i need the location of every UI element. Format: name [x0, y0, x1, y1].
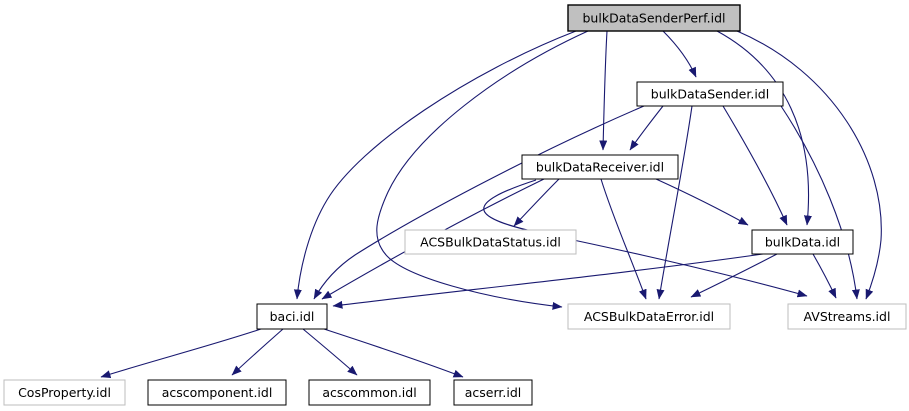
node-box-ACSBulkDataStatus [404, 229, 577, 255]
node-acscommon[interactable]: acscommon.idl [308, 379, 431, 406]
edge-bulkDataSenderPerf-to-bulkDataReceiver [599, 30, 608, 151]
node-bulkData[interactable]: bulkData.idl [751, 229, 854, 255]
node-label-acscomponent: acscomponent.idl [162, 385, 273, 400]
edge-bulkDataSenderPerf-to-baci [293, 30, 577, 300]
node-box-bulkDataSender[interactable] [636, 81, 784, 107]
node-box-CosProperty [3, 379, 126, 406]
node-ACSBulkDataError: ACSBulkDataError.idl [567, 303, 731, 330]
node-label-bulkDataSenderPerf: bulkDataSenderPerf.idl [583, 11, 726, 26]
edge-baci-to-CosProperty [100, 328, 262, 378]
node-box-acserr[interactable] [453, 379, 533, 406]
node-label-ACSBulkDataStatus: ACSBulkDataStatus.idl [420, 235, 561, 250]
node-box-bulkData[interactable] [751, 229, 854, 255]
node-box-acscommon[interactable] [308, 379, 431, 406]
edge-bulkData-to-AVStreams [812, 253, 837, 299]
edge-baci-to-acscomponent [231, 328, 284, 376]
node-label-ACSBulkDataError: ACSBulkDataError.idl [584, 309, 714, 324]
node-label-CosProperty: CosProperty.idl [18, 385, 111, 400]
edge-bulkData-to-ACSBulkDataError [690, 253, 778, 298]
node-box-bulkDataSenderPerf [567, 4, 741, 32]
edge-bulkDataSender-to-AVStreams [780, 105, 860, 300]
edge-baci-to-acscommon [302, 328, 358, 376]
node-label-AVStreams: AVStreams.idl [804, 309, 891, 324]
edge-bulkData-to-baci [332, 253, 764, 309]
edge-bulkDataSender-to-bulkData [722, 105, 788, 226]
edge-baci-to-acserr [323, 328, 464, 378]
node-label-acscommon: acscommon.idl [322, 385, 416, 400]
node-label-acserr: acserr.idl [465, 385, 522, 400]
node-label-bulkDataSender: bulkDataSender.idl [651, 87, 769, 102]
node-acserr[interactable]: acserr.idl [453, 379, 533, 406]
edge-bulkDataSenderPerf-to-bulkData [716, 30, 812, 226]
node-box-baci[interactable] [256, 303, 328, 330]
edge-bulkDataSender-to-baci [313, 105, 645, 300]
edge-bulkDataSender-to-bulkDataReceiver [629, 105, 664, 151]
edge-bulkDataReceiver-to-bulkData [655, 178, 749, 226]
node-bulkDataReceiver[interactable]: bulkDataReceiver.idl [521, 154, 679, 180]
node-label-bulkDataReceiver: bulkDataReceiver.idl [536, 160, 664, 175]
edge-bulkDataReceiver-to-ACSBulkDataError [600, 178, 647, 300]
node-baci[interactable]: baci.idl [256, 303, 328, 330]
node-acscomponent[interactable]: acscomponent.idl [147, 379, 287, 406]
node-label-baci: baci.idl [270, 309, 315, 324]
edge-bulkDataSenderPerf-to-ACSBulkDataError [376, 30, 589, 310]
edge-bulkDataSenderPerf-to-AVStreams [736, 30, 882, 300]
node-bulkDataSender[interactable]: bulkDataSender.idl [636, 81, 784, 107]
edge-bulkDataSender-to-ACSBulkDataError [656, 105, 693, 300]
node-ACSBulkDataStatus: ACSBulkDataStatus.idl [404, 229, 577, 255]
node-box-ACSBulkDataError [567, 303, 731, 330]
node-bulkDataSenderPerf: bulkDataSenderPerf.idl [567, 4, 741, 32]
edge-bulkDataSenderPerf-to-bulkDataSender [662, 30, 697, 78]
edge-bulkDataReceiver-to-ACSBulkDataStatus [513, 178, 560, 227]
node-box-bulkDataReceiver[interactable] [521, 154, 679, 180]
node-layer: bulkDataSenderPerf.idl bulkDataSender.idl… [3, 4, 907, 406]
node-CosProperty: CosProperty.idl [3, 379, 126, 406]
node-box-acscomponent[interactable] [147, 379, 287, 406]
node-label-bulkData: bulkData.idl [765, 235, 840, 250]
node-box-AVStreams [787, 303, 907, 330]
node-AVStreams: AVStreams.idl [787, 303, 907, 330]
